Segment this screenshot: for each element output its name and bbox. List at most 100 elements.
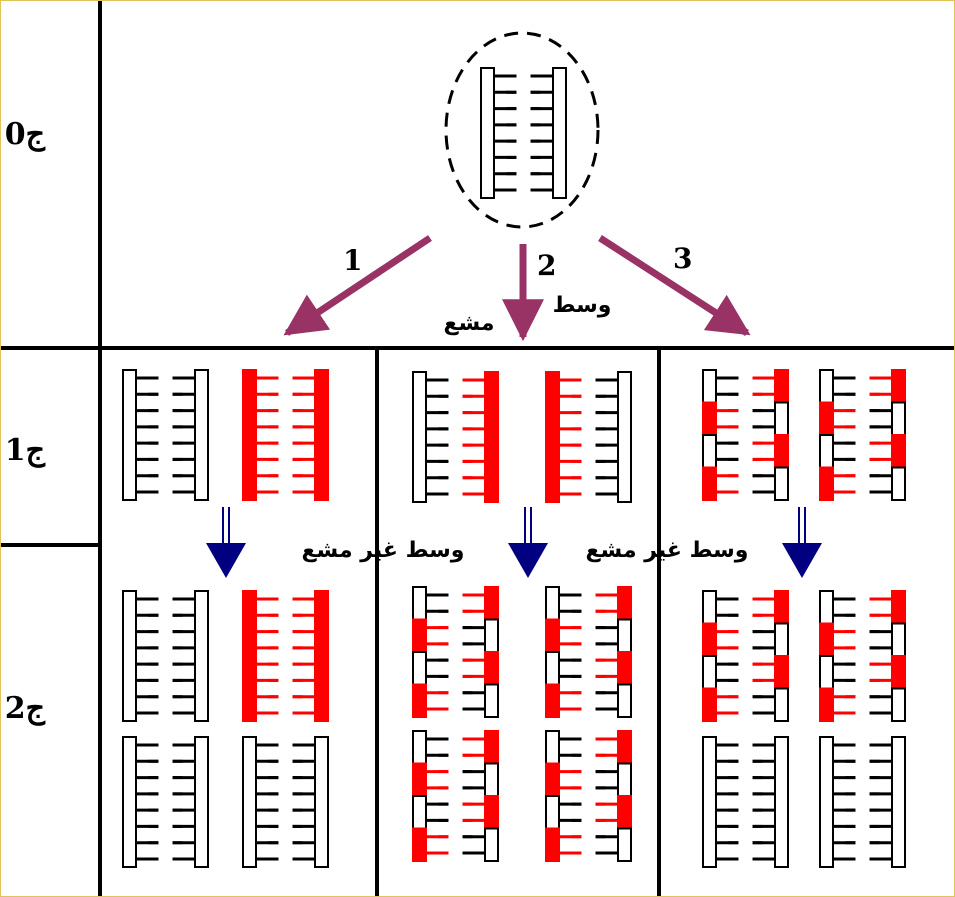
strand-segment — [702, 687, 717, 722]
strand-segment — [617, 762, 632, 797]
strand-segment — [412, 618, 427, 653]
strand-segment — [891, 687, 906, 722]
strand-segment — [484, 651, 499, 686]
strand-left — [242, 590, 257, 722]
strand-segment — [617, 795, 632, 830]
hypothesis-arrow-3 — [598, 235, 751, 336]
strand-segment — [617, 683, 632, 718]
g2-semiconservative-b — [545, 586, 632, 718]
strand-segment — [617, 586, 632, 621]
g2-semiconservative-c — [412, 730, 499, 862]
hypothesis-number-3: 3 — [673, 242, 692, 275]
transfer-arrow-3 — [782, 507, 822, 578]
strand-segment — [412, 683, 427, 718]
hypothesis-arrow-1 — [283, 235, 432, 336]
strand-segment — [545, 730, 560, 765]
dna-molecules — [122, 67, 906, 868]
parent-dna-molecule — [480, 67, 567, 199]
strand-right — [891, 736, 906, 868]
generation-label-0: ج0 — [5, 117, 46, 152]
strand-segment — [774, 369, 789, 404]
strand-segment — [774, 590, 789, 625]
g2-conservative-old — [122, 590, 209, 722]
g1-conservative-new — [242, 369, 329, 501]
transfer-arrows — [206, 507, 822, 578]
strand-segment — [412, 795, 427, 830]
strand-segment — [774, 401, 789, 436]
g1-semiconservative-a — [412, 371, 499, 503]
strand-left — [122, 590, 137, 722]
strand-left — [412, 371, 427, 503]
g2-conservative-old-2 — [122, 736, 209, 868]
strand-segment — [702, 369, 717, 404]
strand-right — [774, 736, 789, 868]
strand-segment — [412, 762, 427, 797]
strand-segment — [819, 590, 834, 625]
strand-segment — [702, 590, 717, 625]
hypothesis-number-2: 2 — [537, 249, 556, 282]
strand-segment — [484, 683, 499, 718]
strand-segment — [545, 683, 560, 718]
strand-segment — [412, 730, 427, 765]
strand-right — [194, 590, 209, 722]
strand-segment — [484, 586, 499, 621]
strand-segment — [545, 586, 560, 621]
strand-segment — [891, 434, 906, 469]
strand-left — [545, 371, 560, 503]
strand-segment — [412, 827, 427, 862]
strand-segment — [617, 730, 632, 765]
strand-segment — [819, 466, 834, 501]
strand-segment — [484, 618, 499, 653]
unlabeled-medium-label-1: وسط غير مشع — [302, 538, 465, 563]
strand-segment — [545, 795, 560, 830]
strand-right — [552, 67, 567, 199]
strand-segment — [412, 651, 427, 686]
strand-segment — [774, 434, 789, 469]
parent-dna-outline — [444, 31, 600, 229]
labeled-medium-line2: مشع — [443, 311, 494, 336]
hypothesis-number-1: 1 — [343, 244, 362, 277]
strand-right — [314, 736, 329, 868]
strand-segment — [617, 651, 632, 686]
g2-conservative-new-2 — [242, 736, 329, 868]
strand-segment — [819, 687, 834, 722]
strand-segment — [617, 618, 632, 653]
strand-segment — [891, 655, 906, 690]
labeled-medium-line1: وسط — [553, 293, 612, 318]
g2-semiconservative-a — [412, 586, 499, 718]
strand-segment — [545, 762, 560, 797]
strand-segment — [545, 827, 560, 862]
unlabeled-medium-label-2: وسط غير مشع — [586, 538, 749, 563]
g1-semiconservative-b — [545, 371, 632, 503]
strand-segment — [617, 827, 632, 862]
strand-left — [819, 736, 834, 868]
strand-segment — [484, 827, 499, 862]
strand-segment — [484, 762, 499, 797]
strand-segment — [702, 655, 717, 690]
strand-segment — [891, 401, 906, 436]
strand-segment — [702, 466, 717, 501]
strand-segment — [484, 795, 499, 830]
strand-left — [480, 67, 495, 199]
g2-dispersive-d — [819, 736, 906, 868]
g2-dispersive-c — [702, 736, 789, 868]
g1-conservative-old — [122, 369, 209, 501]
transfer-arrow-2 — [508, 507, 548, 578]
transfer-arrow-1 — [206, 507, 246, 578]
g2-semiconservative-d — [545, 730, 632, 862]
strand-right — [617, 371, 632, 503]
hypothesis-arrows — [283, 235, 751, 342]
strand-left — [702, 736, 717, 868]
strand-segment — [774, 655, 789, 690]
strand-segment — [702, 622, 717, 657]
strand-segment — [702, 434, 717, 469]
strand-segment — [891, 466, 906, 501]
strand-left — [122, 369, 137, 501]
strand-right — [194, 736, 209, 868]
generation-label-2: ج2 — [5, 691, 46, 726]
strand-segment — [891, 369, 906, 404]
strand-segment — [545, 651, 560, 686]
strand-segment — [774, 466, 789, 501]
